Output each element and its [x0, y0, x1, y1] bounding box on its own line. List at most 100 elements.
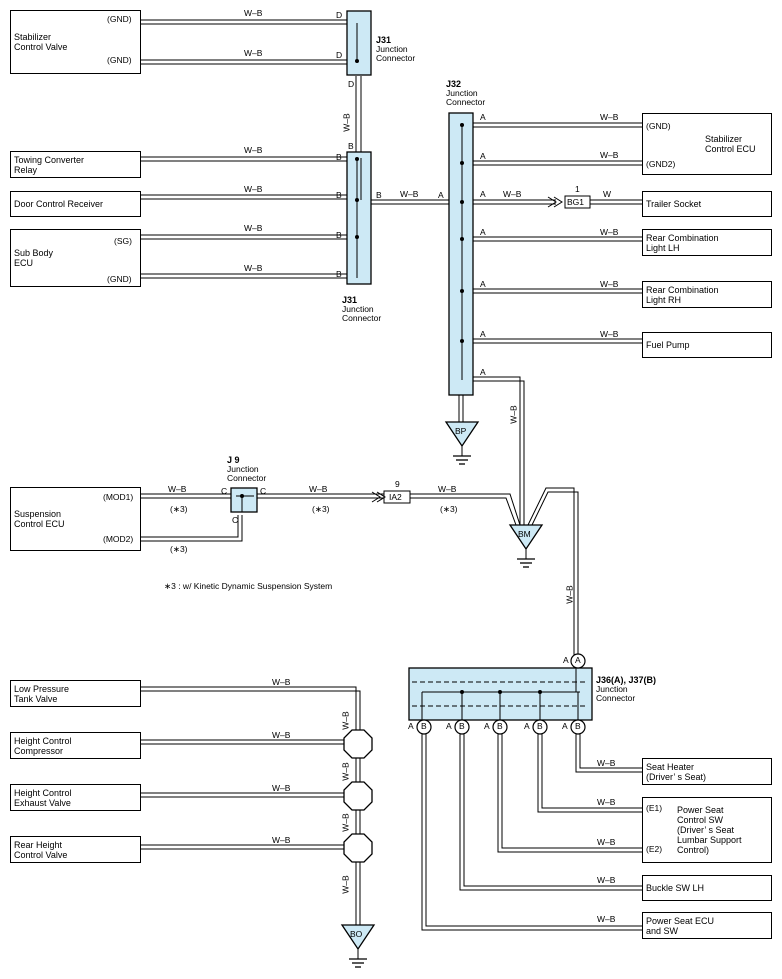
wire-label: W–B	[244, 223, 263, 233]
pin-gnd: (GND)	[107, 55, 132, 65]
terminal-letter: A	[480, 279, 486, 289]
terminal-letter: A	[562, 721, 568, 731]
rear-combination-light-lh: Rear Combination Light LH	[642, 229, 772, 256]
stabilizer-control-ecu: Stabilizer Control ECU	[642, 113, 772, 175]
wire-label: W–B	[340, 813, 351, 832]
terminal-letter: A	[480, 189, 486, 199]
terminal-letter: B	[336, 269, 342, 279]
terminal-letter: C	[232, 515, 239, 525]
terminal-letter: B	[336, 152, 342, 162]
terminal-letter: A	[408, 721, 414, 731]
suspension-control-ecu: Suspension Control ECU	[10, 487, 141, 551]
terminal-letter: B	[497, 721, 503, 731]
door-control-receiver: Door Control Receiver	[10, 191, 141, 217]
j36-j37-label: J36(A), J37(B)Junction Connector	[596, 676, 656, 703]
terminal-letter: C	[221, 486, 228, 496]
terminal-letter: A	[446, 721, 452, 731]
wire-label: W–B	[309, 484, 328, 494]
pin-mod2: (MOD2)	[103, 534, 134, 544]
pin-gnd2: (GND2)	[646, 159, 676, 169]
wire-label: W–B	[244, 263, 263, 273]
wire-label: W–B	[438, 484, 457, 494]
wire-label: W–B	[244, 145, 263, 155]
option-mark: (∗3)	[440, 504, 458, 514]
wire-label: W–B	[597, 914, 616, 924]
wire-label: W–B	[597, 758, 616, 768]
junction-connector-text: Junction Connector	[596, 684, 636, 703]
terminal-letter: C	[260, 486, 267, 496]
wire-label: W	[603, 189, 612, 199]
j31-id: J31	[376, 35, 392, 45]
wire-label: W–B	[272, 835, 291, 845]
terminal-letter: A	[575, 655, 581, 665]
wire-label: W–B	[244, 184, 263, 194]
j32-id: J32	[446, 79, 462, 89]
pin-sg: (SG)	[114, 236, 132, 246]
wire-label: W–B	[597, 797, 616, 807]
terminal-letter: D	[348, 79, 355, 89]
terminal-letter: B	[459, 721, 465, 731]
wire-label: W–B	[272, 677, 291, 687]
seat-heater: Seat Heater (Driver’ s Seat)	[642, 758, 772, 785]
wire-label: W–B	[597, 837, 616, 847]
power-seat-control-sw: Power Seat Control SW (Driver’ s Seat Lu…	[642, 797, 772, 863]
terminal-letter: A	[480, 329, 486, 339]
buckle-sw-lh: Buckle SW LH	[642, 875, 772, 901]
wire-label: W–B	[340, 711, 351, 730]
pin-e2: (E2)	[646, 844, 663, 854]
height-control-compressor: Height Control Compressor	[10, 732, 141, 759]
terminal-letter: B	[336, 190, 342, 200]
wire-label: W–B	[600, 150, 619, 160]
wire-label: W–B	[340, 875, 351, 894]
wire-label: W–B	[503, 189, 522, 199]
connector-ia2: IA2	[389, 492, 402, 502]
wire-label: W–B	[168, 484, 187, 494]
ground-bp: BP	[455, 426, 467, 436]
terminal-letter: D	[336, 50, 343, 60]
wire-label: W–B	[600, 227, 619, 237]
wire-label: W–B	[400, 189, 419, 199]
terminal-letter: D	[336, 10, 343, 20]
stabilizer-control-valve: Stabilizer Control Valve	[10, 10, 141, 74]
wire-label: W–B	[600, 279, 619, 289]
wire-label: W–B	[564, 585, 575, 604]
sub-body-ecu: Sub Body ECU	[10, 229, 141, 287]
wire-label: W–B	[600, 112, 619, 122]
terminal-letter: B	[348, 141, 354, 151]
terminal-letter: A	[484, 721, 490, 731]
option-mark: (∗3)	[170, 544, 188, 554]
height-control-exhaust-valve: Height Control Exhaust Valve	[10, 784, 141, 811]
pin-gnd: (GND)	[107, 274, 132, 284]
rear-height-control-valve: Rear Height Control Valve	[10, 836, 141, 863]
wire-label: W–B	[272, 730, 291, 740]
terminal-letter: A	[480, 112, 486, 122]
terminal-letter: A	[563, 655, 569, 665]
connector-bg1: BG1	[567, 197, 585, 207]
pin-gnd: (GND)	[107, 14, 132, 24]
terminal-letter: B	[376, 190, 382, 200]
ground-bm: BM	[518, 529, 531, 539]
terminal-letter: A	[524, 721, 530, 731]
wire-label: W–B	[244, 48, 263, 58]
terminal-letter: B	[421, 721, 427, 731]
pin-e1: (E1)	[646, 803, 663, 813]
junction-connector-text: Junction Connector	[376, 44, 416, 63]
j31-id: J31	[342, 295, 358, 305]
junction-connector-text: Junction Connector	[342, 304, 382, 323]
junction-connector-text: Junction Connector	[446, 88, 486, 107]
pin-gnd: (GND)	[646, 121, 671, 131]
connector-ia2-pin: 9	[395, 479, 400, 489]
terminal-letter: B	[537, 721, 543, 731]
wire-label: W–B	[508, 405, 519, 424]
terminal-letter: A	[480, 151, 486, 161]
low-pressure-tank-valve: Low Pressure Tank Valve	[10, 680, 141, 707]
footnote: ∗3 : w/ Kinetic Dynamic Suspension Syste…	[164, 581, 333, 591]
j36-id: J36(A), J37(B)	[596, 675, 657, 685]
rear-combination-light-rh: Rear Combination Light RH	[642, 281, 772, 308]
wire-label: W–B	[341, 113, 352, 132]
